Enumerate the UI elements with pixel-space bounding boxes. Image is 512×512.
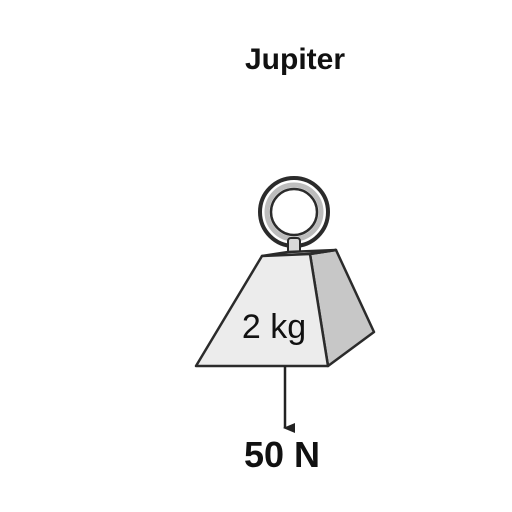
mass-label: 2 kg: [242, 308, 306, 346]
mass-block-front-face: [194, 252, 330, 368]
mass-block: 2 kg: [194, 248, 376, 368]
force-label: 50 N: [243, 434, 321, 475]
ring-icon: [258, 176, 330, 248]
planet-title: Jupiter: [244, 43, 346, 76]
